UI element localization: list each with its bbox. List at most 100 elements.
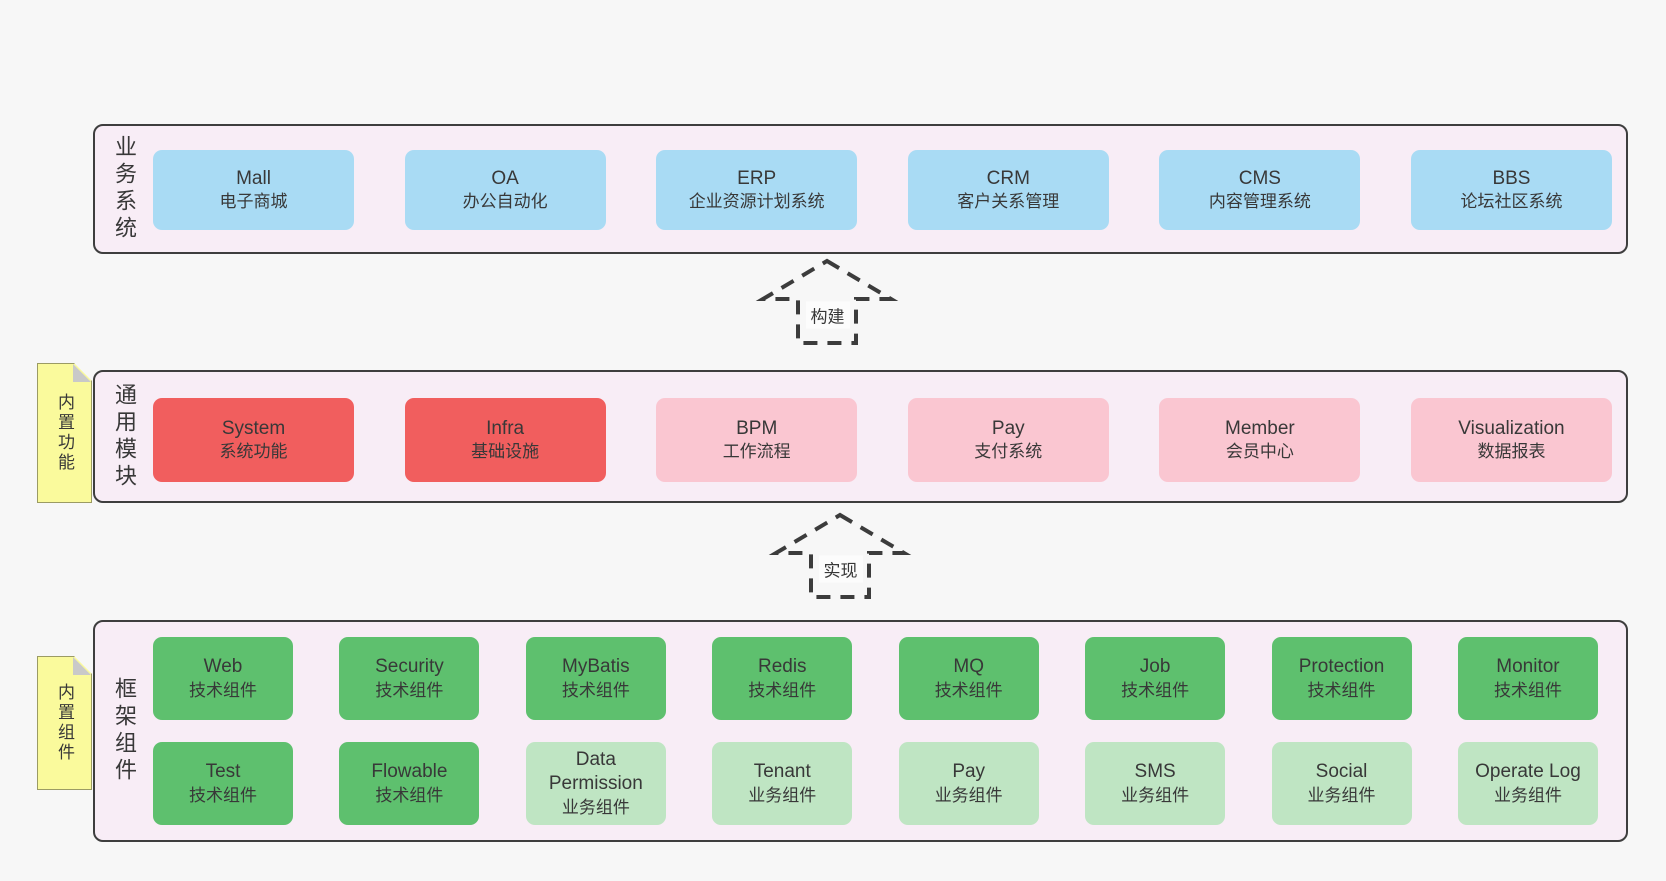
box-name: Web (203, 656, 243, 678)
box-desc: 技术组件 (748, 680, 817, 700)
sticky-components-label: 内置组件 (55, 683, 74, 763)
module-box: Test 技术组件 (153, 742, 293, 825)
box-desc: 技术组件 (189, 785, 257, 805)
box-desc: 技术组件 (1493, 680, 1562, 700)
box-name: MyBatis (562, 656, 630, 678)
module-box: Security 技术组件 (339, 637, 480, 720)
module-box: Redis 技术组件 (712, 637, 853, 720)
components-row-2: Test 技术组件 Flowable 技术组件 Data Permission … (153, 742, 1598, 825)
box-name: CRM (986, 167, 1030, 189)
box-desc: 技术组件 (1307, 680, 1376, 700)
module-box: Member 会员中心 (1159, 398, 1361, 482)
box-name: System (221, 417, 286, 439)
box-name: Pay (952, 761, 986, 783)
box-name: Operate Log (1475, 761, 1581, 783)
band-business-label: 业务系统 (112, 135, 137, 243)
box-name: SMS (1134, 761, 1176, 783)
box-desc: 支付系统 (974, 442, 1043, 462)
box-name: Redis (757, 656, 807, 678)
box-desc: 基础设施 (471, 442, 540, 462)
box-desc: 技术组件 (934, 680, 1003, 700)
sticky-note-built-in-components: 内置组件 (37, 656, 92, 790)
module-box: Social 业务组件 (1271, 742, 1412, 825)
module-box: BPM 工作流程 (656, 398, 858, 482)
module-box: SMS 业务组件 (1085, 742, 1226, 825)
box-desc: 论坛社区系统 (1460, 192, 1563, 212)
module-box: CMS 内容管理系统 (1159, 150, 1361, 230)
box-name: Pay (991, 417, 1025, 439)
box-desc: 工作流程 (722, 442, 791, 462)
module-box: Infra 基础设施 (404, 398, 606, 482)
band-common-modules: 通用模块 System 系统功能 Infra 基础设施 BPM 工作流程 Pay… (93, 370, 1628, 503)
box-desc: 企业资源计划系统 (688, 192, 825, 212)
arrow-build: 构建 (755, 258, 899, 346)
folded-corner-icon (73, 657, 91, 675)
components-row-1: Web 技术组件 Security 技术组件 MyBatis 技术组件 Redi… (153, 637, 1598, 720)
modules-boxes-row: System 系统功能 Infra 基础设施 BPM 工作流程 Pay 支付系统… (153, 398, 1612, 482)
folded-corner-icon (73, 364, 91, 382)
module-box: ERP 企业资源计划系统 (656, 150, 858, 230)
box-name: Infra (486, 417, 525, 439)
module-box: Operate Log 业务组件 (1457, 742, 1598, 825)
module-box: Monitor 技术组件 (1457, 637, 1598, 720)
box-name: Social (1315, 761, 1368, 783)
box-desc: 业务组件 (1493, 785, 1562, 805)
box-name: Monitor (1496, 656, 1560, 678)
module-box: Job 技术组件 (1085, 637, 1226, 720)
module-box: Flowable 技术组件 (339, 742, 480, 825)
box-name: Test (205, 761, 241, 783)
box-desc: 技术组件 (561, 680, 630, 700)
module-box: OA 办公自动化 (404, 150, 606, 230)
box-desc: 办公自动化 (462, 192, 548, 212)
box-name: ERP (737, 167, 777, 189)
business-boxes-row: Mall 电子商城 OA 办公自动化 ERP 企业资源计划系统 CRM 客户关系… (153, 150, 1612, 230)
arrow-implement: 实现 (768, 512, 912, 600)
box-desc: 电子商城 (219, 192, 288, 212)
box-desc: 数据报表 (1477, 442, 1546, 462)
module-box: Pay 业务组件 (898, 742, 1039, 825)
module-box: BBS 论坛社区系统 (1410, 150, 1612, 230)
band-business-systems: 业务系统 Mall 电子商城 OA 办公自动化 ERP 企业资源计划系统 CRM… (93, 124, 1628, 254)
box-desc: 客户关系管理 (957, 192, 1060, 212)
module-box: Pay 支付系统 (907, 398, 1109, 482)
band-framework-components: 框架组件 Web 技术组件 Security 技术组件 MyBatis 技术组件… (93, 620, 1628, 842)
box-desc: 技术组件 (1121, 680, 1190, 700)
box-name: Visualization (1458, 417, 1565, 439)
box-name: Flowable (371, 761, 448, 783)
module-box: MyBatis 技术组件 (525, 637, 666, 720)
module-box: MQ 技术组件 (898, 637, 1039, 720)
box-desc: 技术组件 (375, 785, 444, 805)
box-desc: 内容管理系统 (1208, 192, 1311, 212)
box-desc: 系统功能 (219, 442, 288, 462)
box-name: BBS (1492, 167, 1531, 189)
band-modules-label: 通用模块 (112, 382, 137, 491)
box-desc: 业务组件 (748, 785, 817, 805)
box-desc: 业务组件 (561, 798, 630, 818)
sticky-note-built-in-functions: 内置功能 (37, 363, 92, 503)
box-desc: 业务组件 (1307, 785, 1376, 805)
module-box: Web 技术组件 (153, 637, 293, 720)
module-box: Data Permission 业务组件 (525, 742, 666, 825)
band-components-label: 框架组件 (112, 677, 137, 785)
box-name: Mall (236, 167, 271, 189)
box-name: Protection (1298, 656, 1385, 678)
box-desc: 业务组件 (934, 785, 1003, 805)
up-arrow-icon (768, 512, 912, 599)
box-desc: 技术组件 (189, 680, 257, 700)
module-box: CRM 客户关系管理 (907, 150, 1109, 230)
module-box: Visualization 数据报表 (1410, 398, 1612, 482)
box-name: MQ (953, 656, 984, 678)
box-desc: 会员中心 (1225, 442, 1294, 462)
box-name: Data Permission (548, 748, 643, 795)
up-arrow-icon (755, 258, 899, 345)
sticky-modules-label: 内置功能 (55, 393, 74, 473)
box-name: Job (1139, 656, 1171, 678)
box-desc: 技术组件 (375, 680, 444, 700)
box-name: Tenant (753, 761, 811, 783)
box-name: OA (491, 167, 519, 189)
module-box: Tenant 业务组件 (712, 742, 853, 825)
box-name: CMS (1238, 167, 1281, 189)
module-box: Mall 电子商城 (153, 150, 354, 230)
box-desc: 业务组件 (1121, 785, 1190, 805)
